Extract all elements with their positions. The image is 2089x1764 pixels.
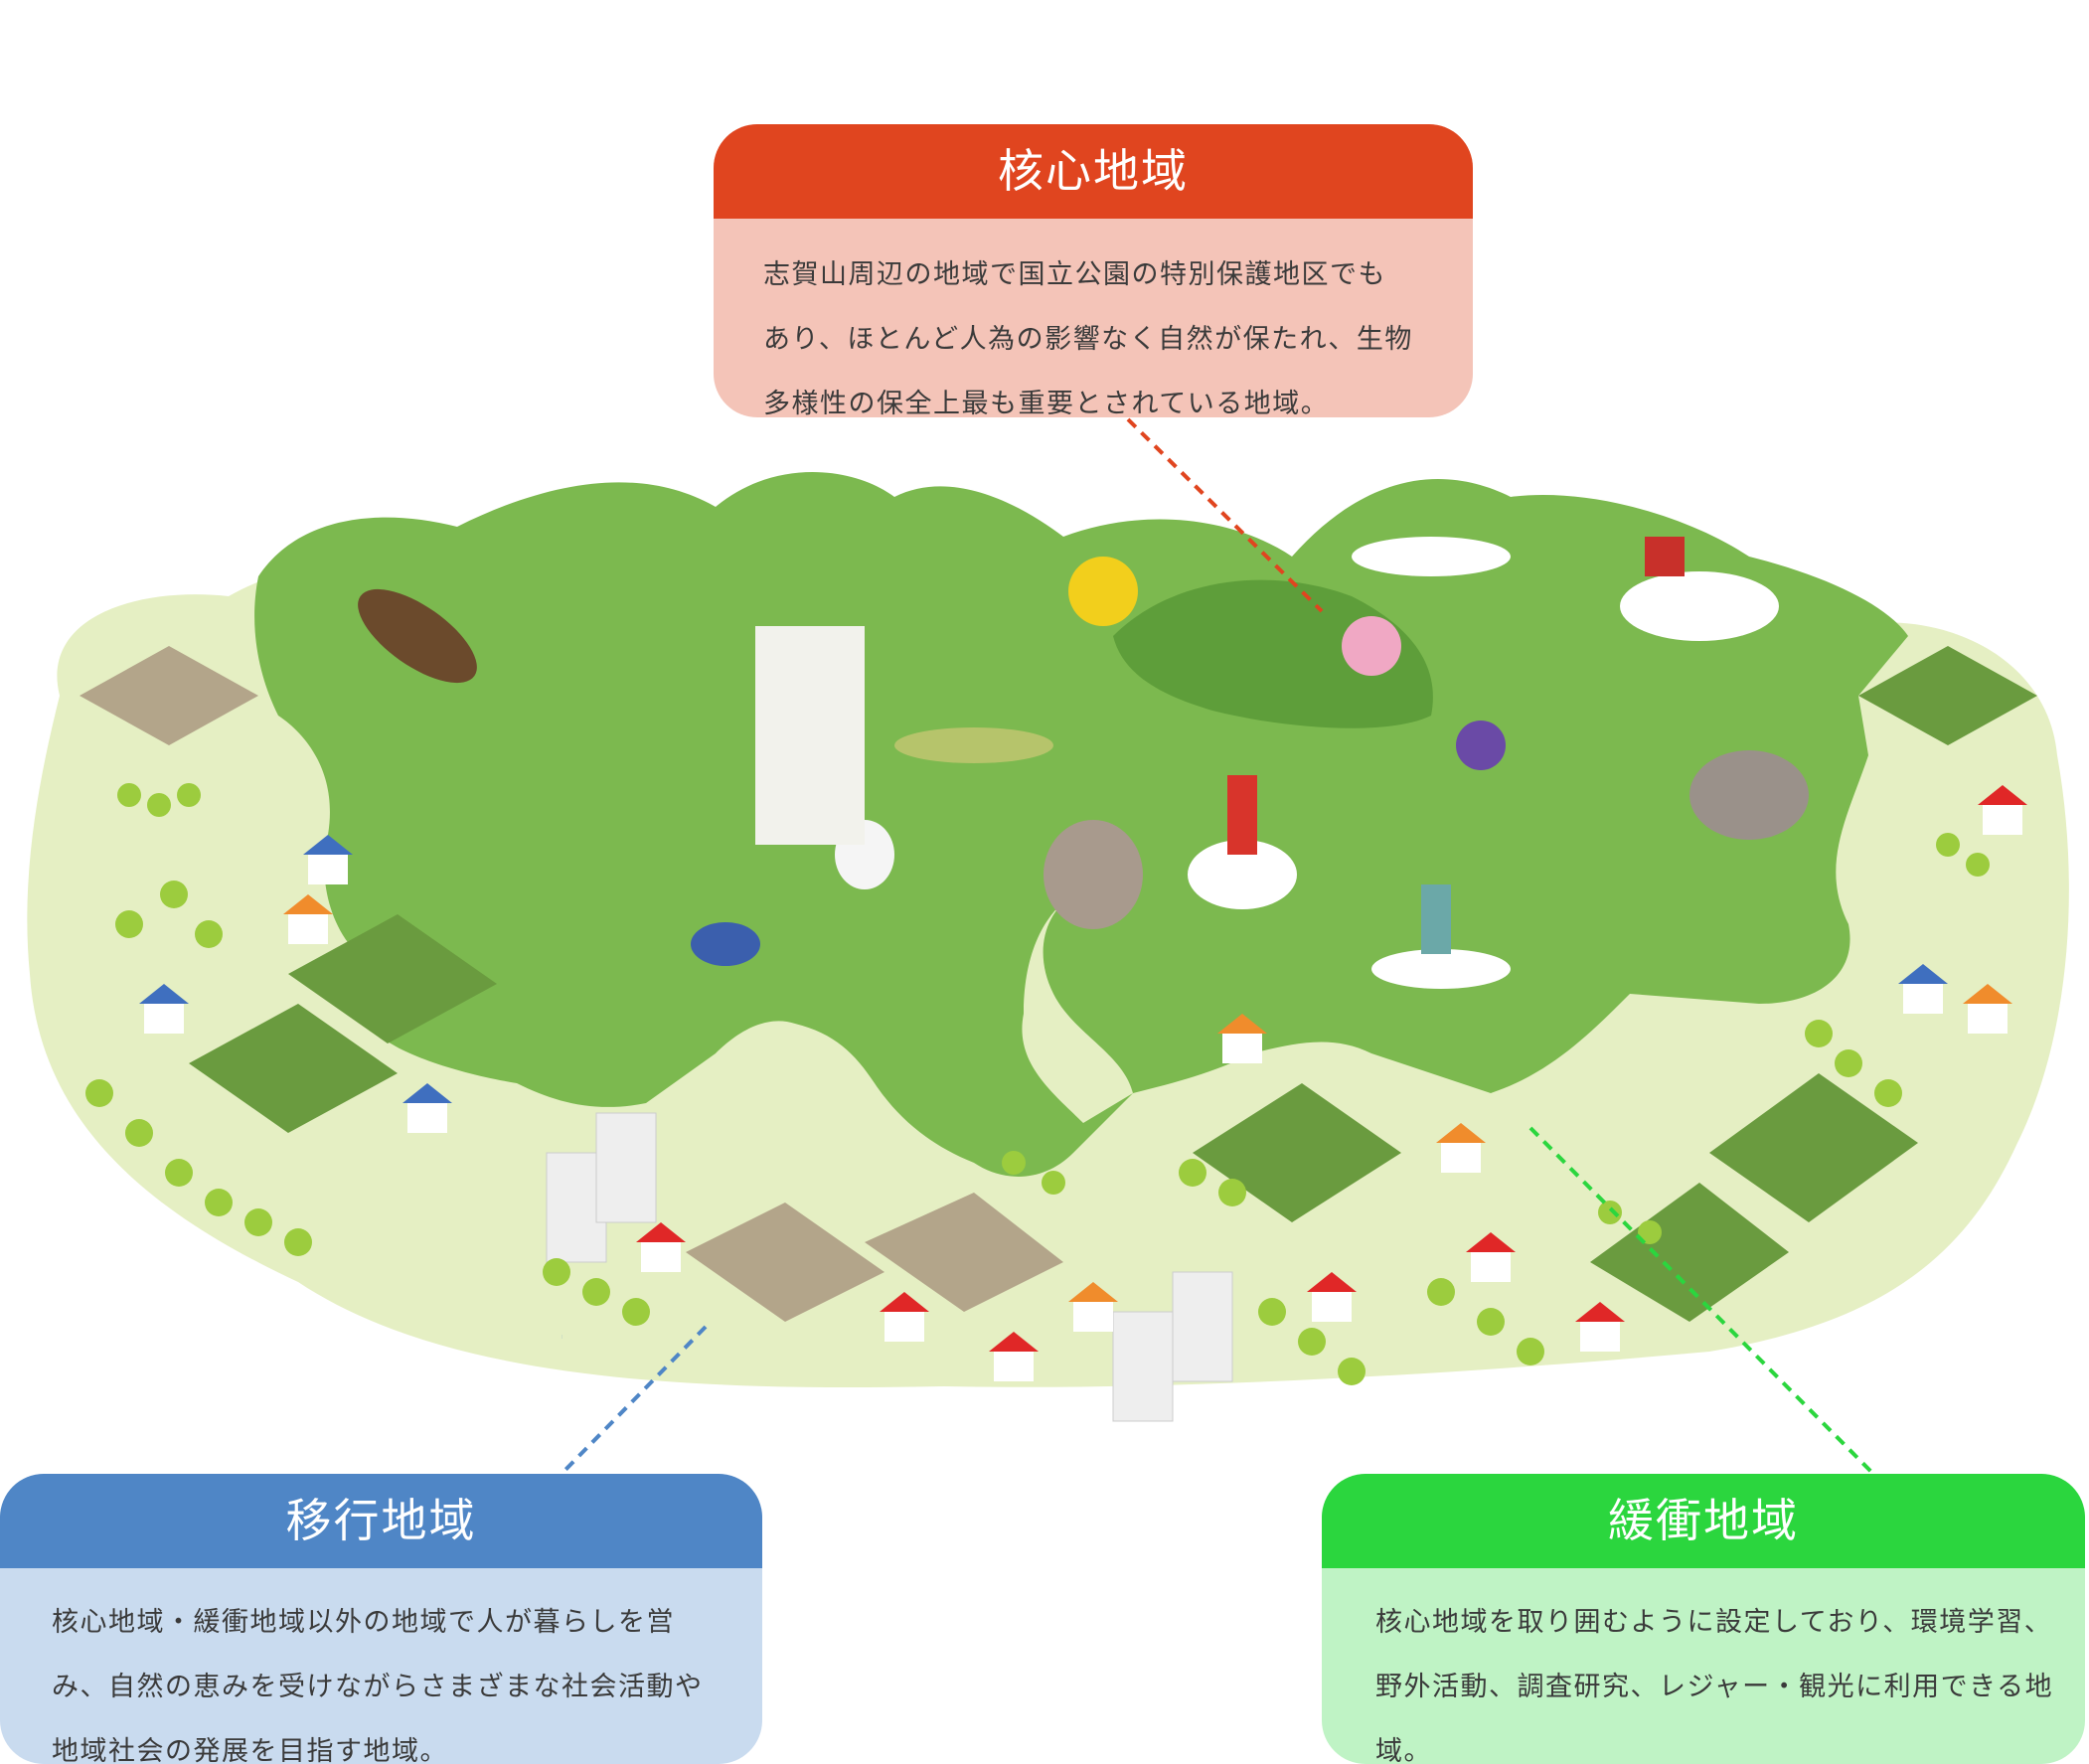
skier <box>1227 775 1257 855</box>
valley-path <box>1022 894 1133 1123</box>
wildlife <box>358 537 1809 989</box>
buffer-zone-description: 核心地域を取り囲むように設定しており、環境学習、 野外活動、調査研究、レジャー・… <box>1322 1568 2085 1764</box>
flower-yellow <box>1068 557 1138 626</box>
eagle <box>358 588 477 684</box>
core-ridge <box>1113 579 1433 728</box>
trees <box>85 783 1990 1385</box>
transition-zone-line: み、自然の恵みを受けながらさまざまな社会活動や <box>52 1672 704 1702</box>
transition-zone-line: 核心地域・緩衝地域以外の地域で人が暮らしを営 <box>52 1607 675 1638</box>
core-zone-panel: 核心地域 志賀山周辺の地域で国立公園の特別保護地区でも あり、ほとんど人為の影響… <box>714 124 1473 417</box>
bird <box>691 922 760 966</box>
buildings <box>139 785 2027 1422</box>
flower-pink <box>1342 616 1401 676</box>
core-zone-line: 志賀山周辺の地域で国立公園の特別保護地区でも <box>763 259 1386 290</box>
snow-patch-skier <box>1188 840 1297 909</box>
flower-iris <box>1456 721 1506 770</box>
monkey <box>1044 820 1143 929</box>
serow <box>1689 750 1809 840</box>
buffer-zone-line: 野外活動、調査研究、レジャー・観光に利用できる地 <box>1375 1672 2054 1702</box>
core-leader-line <box>1126 417 1324 613</box>
mountain-skier <box>1645 537 1685 576</box>
core-zone-description: 志賀山周辺の地域で国立公園の特別保護地区でも あり、ほとんど人為の影響なく自然が… <box>714 219 1473 417</box>
buffer-zone-title: 緩衝地域 <box>1322 1474 2085 1568</box>
snow-patch-board <box>1371 949 1511 989</box>
snow-patch-ski <box>1620 571 1779 641</box>
transition-leader-line-2 <box>560 1325 708 1476</box>
core-zone-title: 核心地域 <box>714 124 1473 219</box>
snowboarder <box>1421 884 1451 954</box>
core-zone-line: 多様性の保全上最も重要とされている地域。 <box>763 389 1330 417</box>
field-patches <box>80 646 2037 1322</box>
transition-zone-title: 移行地域 <box>0 1474 762 1568</box>
fish <box>894 727 1053 763</box>
transition-zone-panel: 移行地域 核心地域・緩衝地域以外の地域で人が暮らしを営 み、自然の恵みを受けなが… <box>0 1474 762 1764</box>
buffer-zone-panel: 緩衝地域 核心地域を取り囲むように設定しており、環境学習、 野外活動、調査研究、… <box>1322 1474 2085 1764</box>
buffer-zone-line: 核心地域を取り囲むように設定しており、環境学習、 <box>1375 1607 2053 1638</box>
buffer-leader-line <box>1528 1126 1875 1476</box>
transition-zone-description: 核心地域・緩衝地域以外の地域で人が暮らしを営 み、自然の恵みを受けながらさまざま… <box>0 1568 762 1764</box>
buffer-zone-line: 域。 <box>1375 1736 1432 1764</box>
core-zone-line: あり、ほとんど人為の影響なく自然が保たれ、生物 <box>763 324 1413 355</box>
birch-trees <box>755 626 865 845</box>
transition-zone-line: 地域社会の発展を目指す地域。 <box>52 1736 448 1764</box>
stoat <box>1352 537 1511 576</box>
